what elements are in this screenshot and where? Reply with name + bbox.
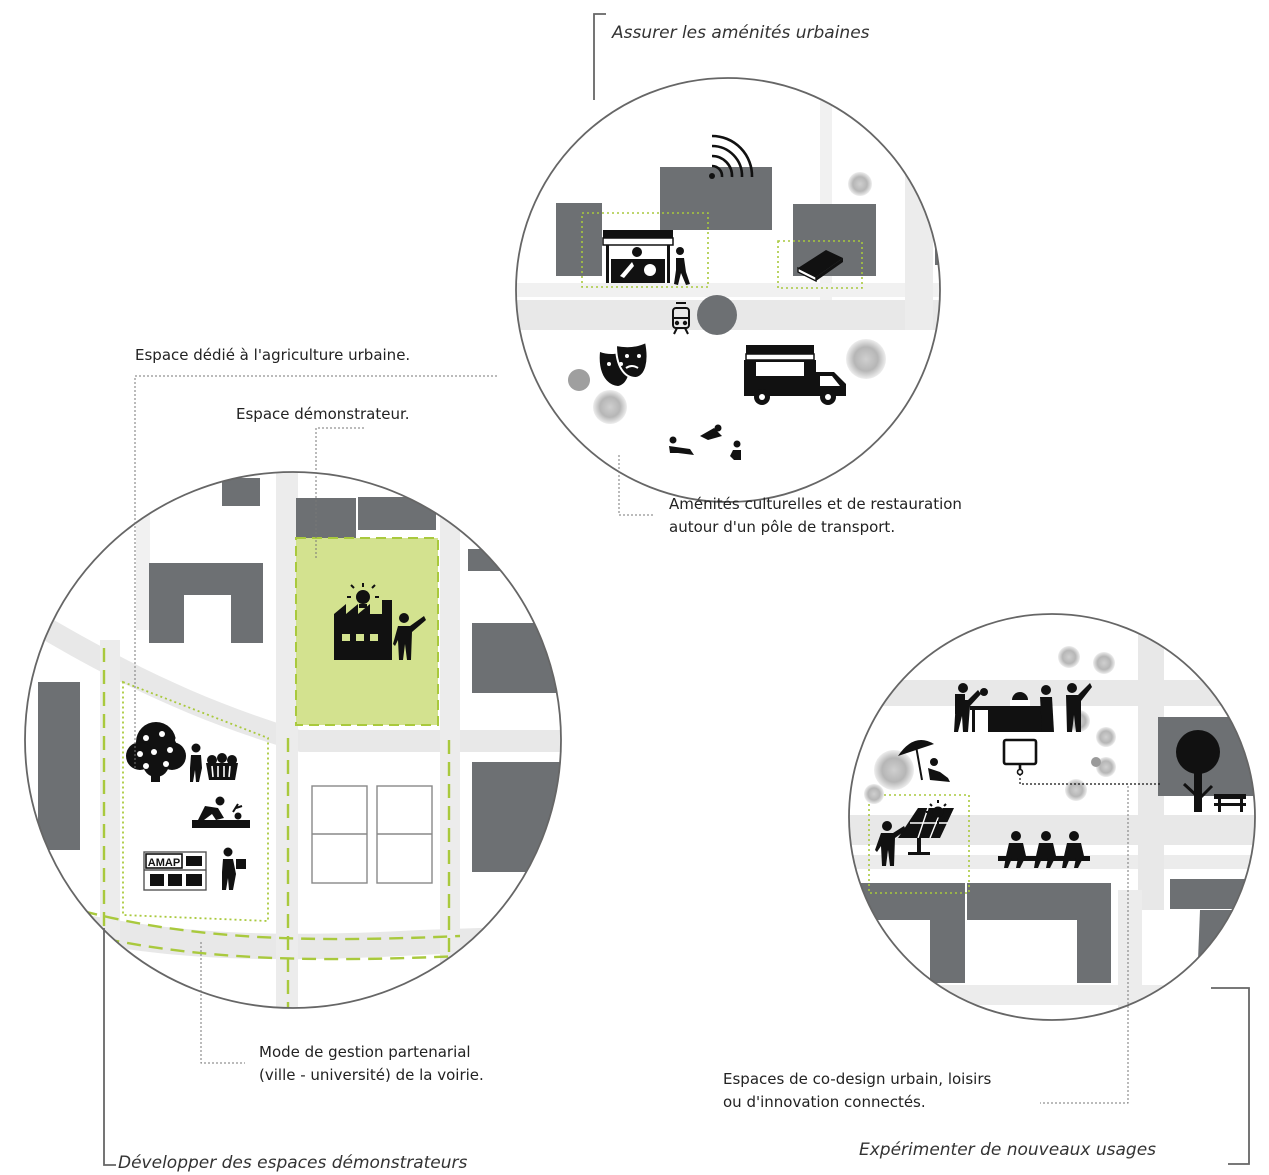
park-tree-icon xyxy=(1176,730,1220,812)
book-icon xyxy=(797,250,843,283)
label-gestion-line1: Mode de gestion partenarial xyxy=(259,1043,471,1061)
building xyxy=(1198,910,1255,990)
circle-demonstrateurs: AMAP xyxy=(24,471,562,1009)
label-culture-line2: autour d'un pôle de transport. xyxy=(669,518,896,536)
workshop-icon xyxy=(954,683,1092,732)
circle-outline xyxy=(848,613,1256,1021)
street-vertical xyxy=(136,472,150,630)
street-vertical xyxy=(1118,890,1142,1020)
amap-shelf-icon xyxy=(143,851,207,891)
market-stall-icon xyxy=(602,230,674,283)
presenter-icon xyxy=(393,613,426,660)
building xyxy=(472,623,561,693)
agriculture-zone xyxy=(122,680,269,922)
tree-blob xyxy=(1058,646,1080,668)
building xyxy=(930,883,965,983)
building xyxy=(556,203,602,276)
tree-blob xyxy=(1091,757,1101,767)
harvester-icon xyxy=(190,743,202,782)
tree-blob xyxy=(1093,652,1115,674)
leader-amenites xyxy=(593,13,606,100)
building xyxy=(472,762,561,872)
leader-codesign xyxy=(1040,786,1129,1104)
building xyxy=(149,563,263,643)
building xyxy=(1077,883,1111,983)
building xyxy=(296,498,356,538)
tree-blob xyxy=(1065,779,1087,801)
tree-blob xyxy=(1096,727,1116,747)
amap-label: AMAP xyxy=(148,857,180,869)
label-codesign-line2: ou d'innovation connectés. xyxy=(723,1093,926,1111)
library-zone xyxy=(777,240,863,289)
sitting-people-icon xyxy=(998,831,1090,868)
fruit-tree-icon xyxy=(126,722,186,782)
building xyxy=(222,478,260,506)
farmer-basket-icon xyxy=(222,847,246,890)
sports-field xyxy=(311,785,433,884)
theater-masks-icon xyxy=(599,340,649,386)
label-codesign-line1: Espaces de co-design urbain, loisirs xyxy=(723,1070,992,1088)
label-demonstrateur: Espace démonstrateur. xyxy=(236,405,410,423)
leader-culture xyxy=(618,455,655,516)
bench-icon xyxy=(1214,794,1246,812)
circle-usages xyxy=(848,613,1256,1021)
leader-demonstrateur xyxy=(315,427,364,560)
tree-blob xyxy=(848,172,872,196)
leader-gestion xyxy=(200,942,245,1064)
street-horizontal xyxy=(849,680,1255,706)
transport-hub xyxy=(697,295,737,335)
building xyxy=(849,883,930,920)
label-gestion-line2: (ville - université) de la voirie. xyxy=(259,1066,484,1084)
factory-icon xyxy=(334,600,392,660)
label-culture-line1: Aménités culturelles et de restauration xyxy=(669,495,962,513)
building xyxy=(358,497,436,530)
leader-agriculture xyxy=(134,375,497,770)
gardener-icon xyxy=(192,796,250,828)
leader-usages xyxy=(1211,987,1250,1165)
title-demonstrateurs: Développer des espaces démonstrateurs xyxy=(118,1153,468,1173)
title-usages: Expérimenter de nouveaux usages xyxy=(859,1140,1157,1160)
circle-outline xyxy=(24,471,562,1009)
building xyxy=(468,549,518,571)
title-amenites: Assurer les aménités urbaines xyxy=(612,23,870,43)
building xyxy=(660,167,772,230)
building xyxy=(967,883,1077,920)
street-diagonal xyxy=(25,600,561,752)
building xyxy=(1170,879,1255,909)
tree-blob xyxy=(568,369,590,391)
people-resting-icon xyxy=(669,424,741,460)
tree-blob xyxy=(593,390,627,424)
lightbulb-icon xyxy=(347,583,379,608)
solar-zone xyxy=(868,794,970,894)
tram-icon xyxy=(672,302,690,335)
tree-blob xyxy=(846,339,886,379)
computer-screen-icon xyxy=(1002,738,1038,776)
building xyxy=(38,682,80,850)
circle-outline xyxy=(515,77,941,503)
wifi-icon xyxy=(709,134,754,179)
pedestrian-icon xyxy=(674,247,690,285)
circle-amenites xyxy=(515,77,941,503)
label-agriculture: Espace dédié à l'agriculture urbaine. xyxy=(135,346,411,364)
sun-icon xyxy=(926,800,950,824)
technician-icon xyxy=(875,821,906,866)
food-truck-icon xyxy=(744,345,846,405)
leader-demonstrateurs xyxy=(103,928,116,1166)
tree-blob xyxy=(874,750,914,790)
street-horizontal xyxy=(849,985,1255,1005)
street-bottom xyxy=(25,900,561,960)
beach-relax-icon xyxy=(898,740,950,782)
street-horizontal-2 xyxy=(516,283,940,297)
basket-icon xyxy=(206,753,238,780)
tree-blob xyxy=(864,784,884,804)
